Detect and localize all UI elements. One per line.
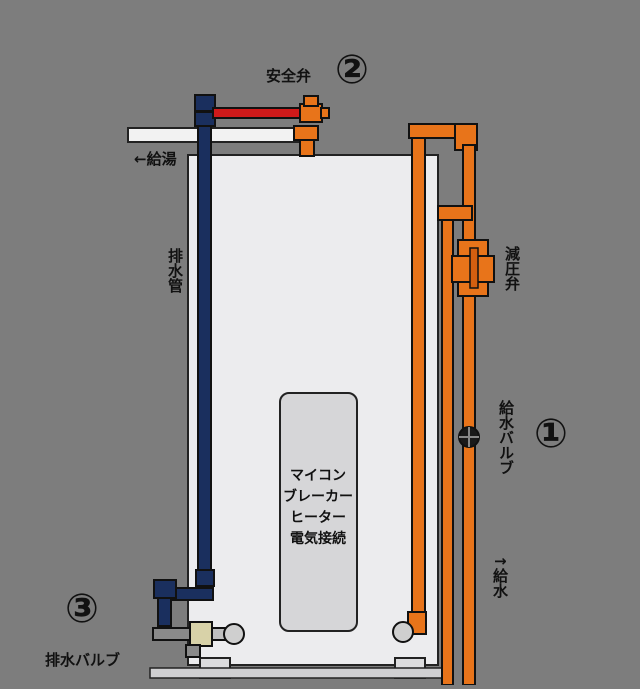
svg-text:排水管: 排水管 (166, 247, 184, 293)
water-supply-valve-icon (458, 426, 480, 448)
svg-text:↑給水: ↑給水 (491, 555, 509, 599)
pressure-reducing-valve-label: 減圧弁 (503, 246, 521, 292)
tank-base (149, 667, 451, 679)
drain-valve-label: 排水バルブ (45, 651, 120, 669)
heater-panel-line-2: ブレーカー (283, 488, 353, 505)
svg-text:給水バルブ: 給水バルブ (497, 399, 515, 475)
hot-water-out-label: ←給湯 (134, 150, 177, 168)
number-1: ① (534, 411, 568, 457)
number-3: ③ (65, 586, 99, 632)
heater-panel-line-4: 電気接続 (290, 530, 346, 547)
pressure-reducing-valve-icon (451, 239, 495, 297)
heater-panel (279, 392, 358, 632)
water-supply-valve-label: 給水バルブ (497, 399, 515, 475)
safety-link-pipe (212, 107, 302, 119)
drain-pipe (153, 94, 216, 627)
drain-valve (152, 621, 245, 658)
heater-panel-line-3: ヒーター (290, 510, 346, 526)
drain-pipe-label: 排水管 (166, 247, 184, 293)
safety-valve-label: 安全弁 (266, 67, 311, 85)
heater-panel-line-1: マイコン (290, 468, 346, 484)
number-2: ② (335, 47, 369, 93)
svg-text:減圧弁: 減圧弁 (503, 246, 521, 292)
water-supply-label: ↑給水 (491, 555, 509, 599)
safety-valve-icon (293, 95, 330, 157)
hot-water-outlet-pipe (127, 127, 304, 143)
